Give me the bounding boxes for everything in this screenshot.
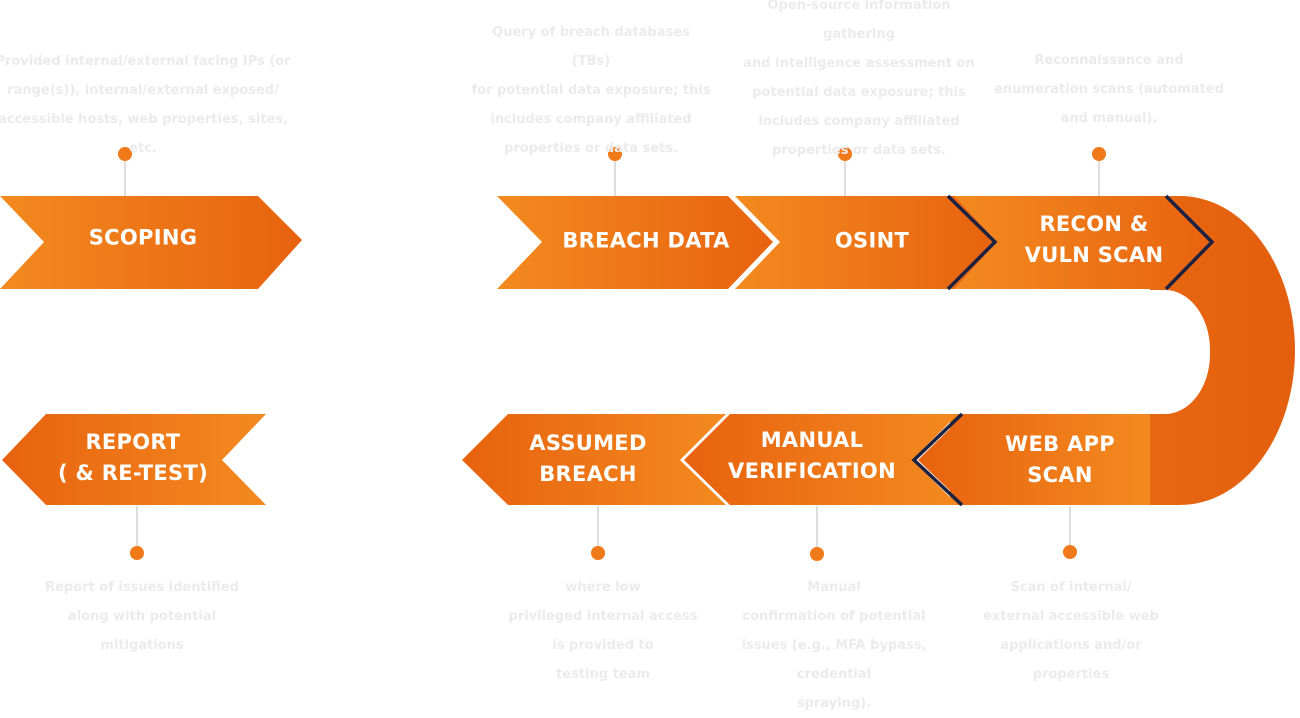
connector-dot-manual bbox=[810, 547, 824, 561]
divider-uturn-web-app bbox=[911, 412, 964, 507]
divider-recon-uturn bbox=[1164, 194, 1215, 291]
connector-dot-report bbox=[130, 546, 144, 560]
step-title-report: REPORT ( & RE-TEST) bbox=[58, 430, 208, 485]
step-desc-breach-data: Query of breach databases (TBs) for pote… bbox=[471, 25, 711, 156]
step-desc-manual: Manual confirmation of potential issues … bbox=[741, 580, 927, 711]
connector-dot-assumed bbox=[591, 546, 605, 560]
step-desc-recon: Reconnaissance and enumeration scans (au… bbox=[994, 53, 1224, 126]
chevron-recon bbox=[955, 196, 1216, 289]
chevron-report bbox=[2, 414, 266, 505]
step-desc-scoping: Provided internal/external facing IPs (o… bbox=[0, 54, 291, 156]
step-title-recon: RECON & VULN SCAN bbox=[1024, 212, 1164, 267]
connectors bbox=[118, 147, 1106, 561]
step-desc-assumed: where low privileged internal access is … bbox=[508, 580, 698, 682]
step-title-scoping: SCOPING bbox=[88, 225, 198, 250]
chevron-scoping bbox=[0, 196, 302, 289]
connector-dot-breach-data bbox=[608, 147, 622, 161]
chevron-manual bbox=[684, 414, 958, 505]
step-title-osint: OSINT bbox=[834, 228, 910, 253]
chevron-assumed bbox=[462, 414, 726, 505]
connector-dot-scoping bbox=[118, 147, 132, 161]
chevron-web-app bbox=[918, 414, 1150, 505]
step-title-assumed: ASSUMED BREACH bbox=[529, 431, 647, 486]
step-title-manual: MANUAL VERIFICATION bbox=[728, 428, 896, 483]
connector-dot-web-app bbox=[1063, 545, 1077, 559]
step-title-web-app: WEB APP SCAN bbox=[1005, 432, 1115, 487]
divider-osint-recon bbox=[946, 194, 998, 291]
step-desc-osint: Open-source information gathering and in… bbox=[743, 0, 975, 158]
step-title-breach-data: BREACH DATA bbox=[562, 228, 730, 253]
chevron-osint bbox=[735, 196, 997, 289]
step-desc-web-app: Scan of internal/ external accessible we… bbox=[983, 580, 1159, 682]
chevron-breach-data bbox=[497, 196, 773, 289]
step-desc-report: Report of issues identified along with p… bbox=[45, 580, 239, 653]
connector-dot-osint bbox=[838, 147, 852, 161]
connector-dot-recon bbox=[1092, 147, 1106, 161]
